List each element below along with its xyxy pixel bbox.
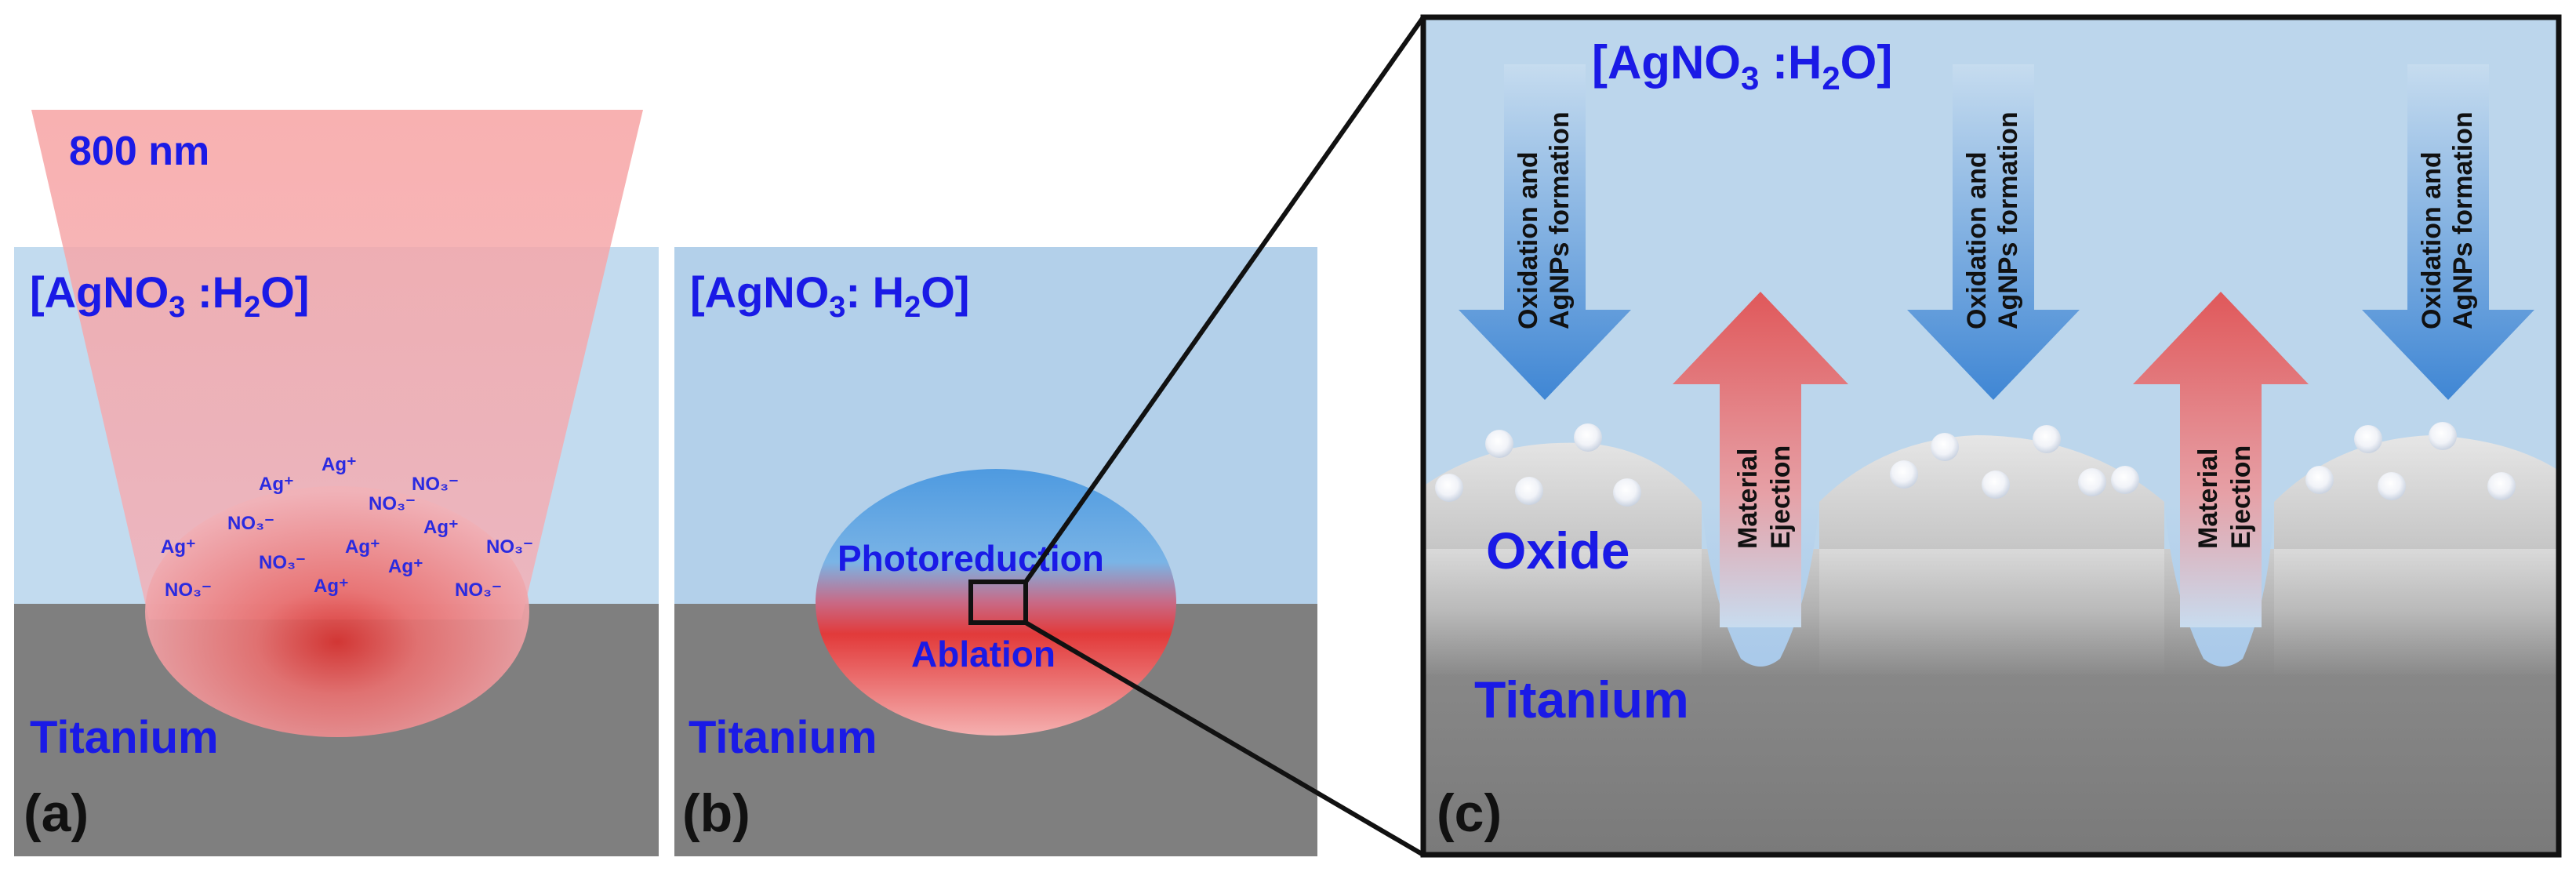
ion-label: Ag⁺: [259, 474, 294, 495]
laser-beam: [31, 110, 643, 619]
photoreduction-label: Photoreduction: [837, 538, 1104, 579]
panel-a: 800 nm [AgNO3 :H2O] Ag⁺Ag⁺NO₃⁻NO₃⁻NO₃⁻Ag…: [14, 110, 659, 856]
zoom-line-top: [1023, 16, 1426, 583]
nanoparticle: [2487, 472, 2516, 500]
nanoparticles: [1435, 422, 2516, 507]
nanoparticle: [1890, 460, 1918, 489]
nanoparticle: [2378, 472, 2406, 500]
ion-label: NO₃⁻: [259, 552, 306, 573]
nanoparticle: [1485, 430, 1513, 458]
solution-label-b: [AgNO3: H2O]: [690, 267, 969, 324]
down-arrow-1-label: Oxidation andAgNPs formation: [1513, 111, 1575, 329]
down-arrow-1: Oxidation andAgNPs formation: [1459, 64, 1631, 400]
oxide-layer-base: [1423, 549, 2559, 674]
down-arrow-3: Oxidation andAgNPs formation: [2362, 64, 2534, 400]
substrate-label-b: Titanium: [689, 712, 877, 763]
ion-label: Ag⁺: [423, 517, 459, 538]
panel-label-b: (b): [682, 783, 750, 843]
panel-label-c: (c): [1437, 783, 1502, 843]
ion-label: NO₃⁻: [455, 580, 502, 601]
nanoparticle: [2429, 422, 2457, 450]
panel-b: [AgNO3: H2O] Photoreduction Ablation Tit…: [674, 247, 1317, 856]
ion-label: NO₃⁻: [412, 474, 459, 495]
nanoparticle: [1435, 474, 1463, 502]
ion-label: Ag⁺: [322, 454, 357, 475]
panel-c-frame: [1420, 14, 2562, 858]
ion-label: Ag⁺: [161, 536, 196, 558]
nanoparticle: [2033, 425, 2061, 453]
nanoparticle: [2305, 466, 2334, 494]
ion-label: NO₃⁻: [486, 536, 533, 558]
nanoparticle: [1982, 471, 2010, 499]
nanoparticle: [1574, 423, 1602, 452]
ablation-label: Ablation: [911, 634, 1055, 674]
nanoparticle: [1613, 478, 1641, 507]
nanoparticle: [2354, 425, 2382, 453]
nanoparticle: [1515, 477, 1543, 505]
substrate-label-a: Titanium: [30, 712, 219, 763]
nanoparticle: [2078, 468, 2106, 496]
laser-wavelength-label: 800 nm: [69, 129, 209, 174]
ion-cloud: Ag⁺Ag⁺NO₃⁻NO₃⁻NO₃⁻Ag⁺Ag⁺NO₃⁻Ag⁺NO₃⁻Ag⁺Ag…: [161, 454, 533, 601]
zoom-line-bottom: [1024, 620, 1425, 857]
down-arrow-3-label: Oxidation andAgNPs formation: [2417, 111, 2478, 329]
ablation-zone-b: [816, 469, 1176, 736]
ion-label: Ag⁺: [388, 556, 423, 577]
substrate-label-c: Titanium: [1474, 670, 1689, 728]
ion-label: NO₃⁻: [165, 580, 212, 601]
solution-label-c: [AgNO3 :H2O]: [1592, 36, 1892, 96]
nanoparticle: [2111, 466, 2139, 494]
laser-spot-a: [145, 486, 529, 737]
oxide-label: Oxide: [1486, 521, 1630, 580]
ion-label: Ag⁺: [345, 536, 380, 558]
solution-label-a: [AgNO3 :H2O]: [30, 267, 309, 324]
ion-label: Ag⁺: [314, 576, 349, 597]
panel-c: Oxidation andAgNPs formation Oxidation a…: [1420, 14, 2562, 858]
ion-label: NO₃⁻: [369, 493, 416, 514]
ion-label: NO₃⁻: [227, 513, 274, 534]
down-arrow-2-label: Oxidation andAgNPs formation: [1962, 111, 2023, 329]
panel-label-a: (a): [24, 783, 89, 843]
nanoparticle: [1931, 433, 1959, 461]
zoom-box: [968, 580, 1028, 625]
down-arrow-2: Oxidation andAgNPs formation: [1907, 64, 2080, 400]
